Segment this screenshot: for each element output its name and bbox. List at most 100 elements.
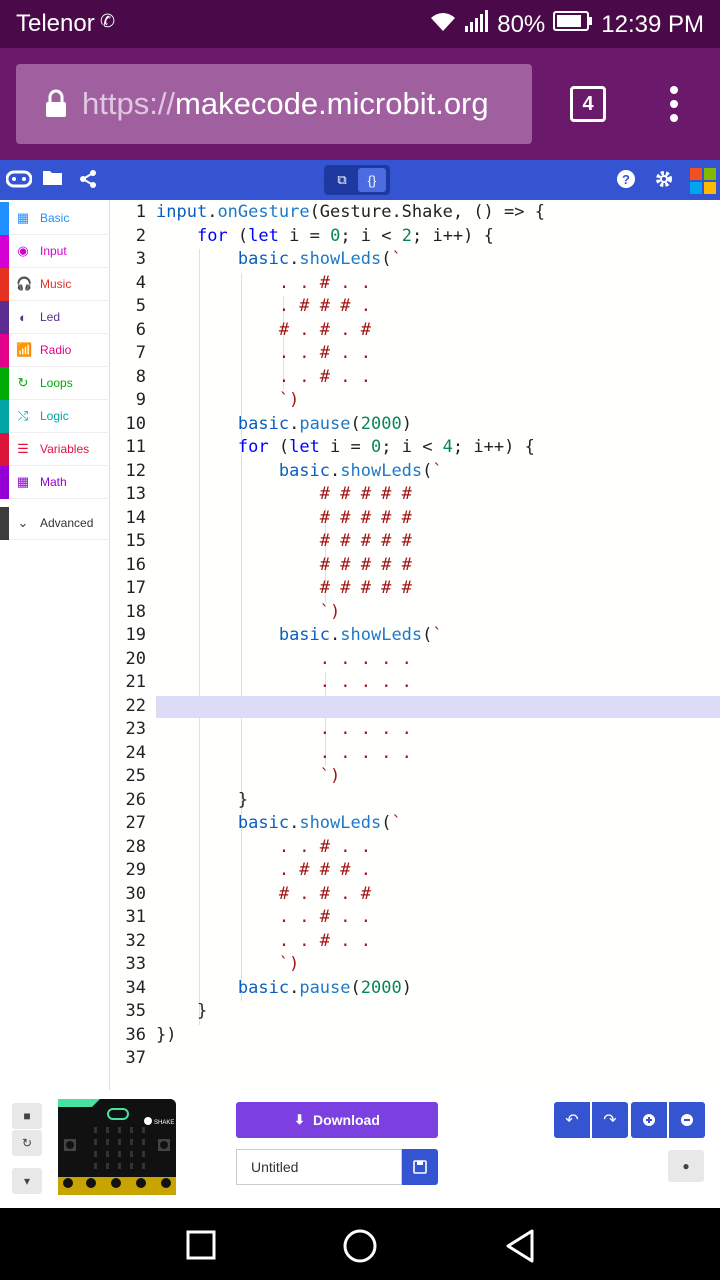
recent-apps-icon[interactable] — [186, 1230, 216, 1265]
microbit-simulator[interactable]: SHAKE — [58, 1099, 176, 1195]
simulator-toggle-icon[interactable]: ▾ — [12, 1168, 42, 1194]
url-bar[interactable]: https://makecode.microbit.org — [16, 64, 532, 144]
home-icon[interactable] — [342, 1228, 378, 1269]
wifi-icon — [429, 11, 457, 39]
code-line[interactable]: # . # . # — [156, 319, 371, 340]
code-line[interactable]: . . . . . — [156, 648, 412, 669]
microbit-logo-icon[interactable] — [5, 168, 33, 196]
redo-button[interactable]: ↷ — [592, 1102, 628, 1138]
category-color-bar — [0, 433, 9, 466]
toolbox-category-variables[interactable]: ☰Variables — [0, 433, 110, 466]
line-number: 1 — [135, 202, 146, 222]
lock-icon — [44, 89, 68, 119]
toolbox-category-loops[interactable]: ↻Loops — [0, 367, 110, 400]
blocks-mode-button[interactable]: ⧉ — [337, 172, 347, 187]
line-number: 27 — [125, 813, 146, 833]
code-line[interactable]: basic.pause(2000) — [237, 977, 412, 998]
microsoft-logo-icon[interactable] — [690, 168, 716, 200]
code-line[interactable]: . # # # . — [156, 860, 371, 880]
zoom-out-button[interactable] — [669, 1102, 705, 1138]
code-line[interactable]: basic.showLeds(` — [278, 460, 443, 481]
line-number: 2 — [135, 225, 146, 246]
toolbox: ▦Basic◉Input🎧Music◐Led📶Radio↻Loops⤭Logic… — [0, 200, 110, 1090]
stop-simulator-icon[interactable]: ■ — [12, 1103, 42, 1129]
gear-icon[interactable] — [654, 169, 674, 195]
line-number: 10 — [125, 413, 146, 434]
download-label: Download — [313, 1112, 380, 1128]
radio-icon: 📶 — [16, 342, 33, 357]
code-line[interactable]: . . . . . — [156, 742, 412, 763]
category-color-bar — [0, 367, 9, 400]
code-line[interactable]: . . # . . — [156, 366, 371, 387]
code-line[interactable]: . . # . . — [156, 343, 371, 363]
input-icon: ◉ — [17, 243, 29, 258]
current-line-highlight — [156, 696, 720, 718]
code-line[interactable]: `) — [156, 601, 341, 622]
help-icon[interactable]: ? — [616, 169, 636, 195]
code-line[interactable]: . . . . . — [156, 672, 412, 692]
status-bar: Telenor ✆ 80% 12:39 PM — [0, 0, 720, 48]
code-line[interactable]: input.onGesture(Gesture.Shake, () => { — [156, 202, 545, 222]
code-line[interactable]: basic.showLeds(` — [237, 249, 402, 269]
zoom-in-icon — [643, 1114, 655, 1126]
line-number: 22 — [125, 695, 146, 716]
turtle-icon[interactable]: ● — [668, 1150, 704, 1182]
code-line[interactable]: . . . . . — [156, 719, 412, 739]
code-line[interactable]: # # # # # — [156, 507, 412, 528]
code-line[interactable]: . . # . . — [156, 836, 371, 857]
code-line[interactable]: } — [156, 1001, 208, 1021]
project-name-input[interactable]: Untitled — [236, 1149, 402, 1185]
code-line[interactable]: basic.showLeds(` — [278, 625, 443, 645]
code-line[interactable]: basic.pause(2000) — [237, 413, 412, 434]
code-line[interactable]: # # # # # — [156, 484, 412, 504]
category-color-bar — [0, 202, 9, 235]
code-line[interactable]: basic.showLeds(` — [237, 813, 402, 833]
code-line[interactable]: . . # . . — [156, 272, 371, 293]
code-line[interactable]: for (let i = 0; i < 4; i++) { — [237, 437, 535, 457]
toolbox-category-input[interactable]: ◉Input — [0, 235, 110, 268]
undo-button[interactable]: ↶ — [554, 1102, 590, 1138]
code-line[interactable]: # # # # # — [156, 531, 412, 551]
back-icon[interactable] — [504, 1228, 536, 1269]
code-line[interactable]: . . # . . — [156, 930, 371, 951]
toolbox-category-advanced[interactable]: ⌄Advanced — [0, 507, 110, 540]
overflow-menu-icon[interactable] — [666, 86, 682, 126]
code-line[interactable]: # . # . # — [156, 883, 371, 904]
toolbox-category-led[interactable]: ◐Led — [0, 301, 110, 334]
indent-guide — [325, 507, 326, 602]
android-nav-bar — [0, 1208, 720, 1280]
line-number: 16 — [125, 554, 146, 575]
share-icon[interactable] — [78, 169, 98, 195]
javascript-mode-button[interactable]: {} — [358, 168, 386, 192]
editor-mode-toggle: ⧉ {} — [324, 165, 390, 195]
save-button[interactable] — [402, 1149, 438, 1185]
line-number: 32 — [125, 930, 146, 951]
code-line[interactable]: }) — [156, 1024, 177, 1045]
indent-guide — [241, 272, 242, 1001]
toolbox-category-music[interactable]: 🎧Music — [0, 268, 110, 301]
toolbox-category-math[interactable]: ▦Math — [0, 466, 110, 499]
code-line[interactable]: # # # # # — [156, 554, 412, 575]
line-number: 31 — [125, 907, 146, 927]
led-icon: ◐ — [19, 309, 27, 325]
code-line[interactable]: `) — [156, 766, 341, 786]
toolbox-category-radio[interactable]: 📶Radio — [0, 334, 110, 367]
code-line[interactable]: # # # # # — [156, 578, 412, 598]
line-number: 9 — [135, 390, 146, 410]
code-line[interactable]: `) — [156, 954, 300, 974]
line-number: 29 — [125, 860, 146, 880]
code-line[interactable]: . . # . . — [156, 907, 371, 927]
code-line[interactable]: } — [156, 789, 249, 810]
toolbox-category-basic[interactable]: ▦Basic — [0, 202, 110, 235]
toolbox-category-logic[interactable]: ⤭Logic — [0, 400, 110, 433]
restart-simulator-icon[interactable]: ↻ — [12, 1130, 42, 1156]
line-number: 18 — [125, 601, 146, 622]
download-button[interactable]: ⬇ Download — [236, 1102, 438, 1138]
code-editor[interactable]: 1 input.onGesture(Gesture.Shake, () => { 2… — [110, 200, 720, 1090]
tab-switcher-button[interactable]: 4 — [570, 86, 606, 122]
zoom-in-button[interactable] — [631, 1102, 667, 1138]
code-line[interactable]: . # # # . — [156, 296, 371, 316]
folder-icon[interactable] — [42, 169, 64, 193]
code-line[interactable]: `) — [156, 390, 300, 410]
code-line[interactable]: for (let i = 0; i < 2; i++) { — [196, 225, 494, 246]
